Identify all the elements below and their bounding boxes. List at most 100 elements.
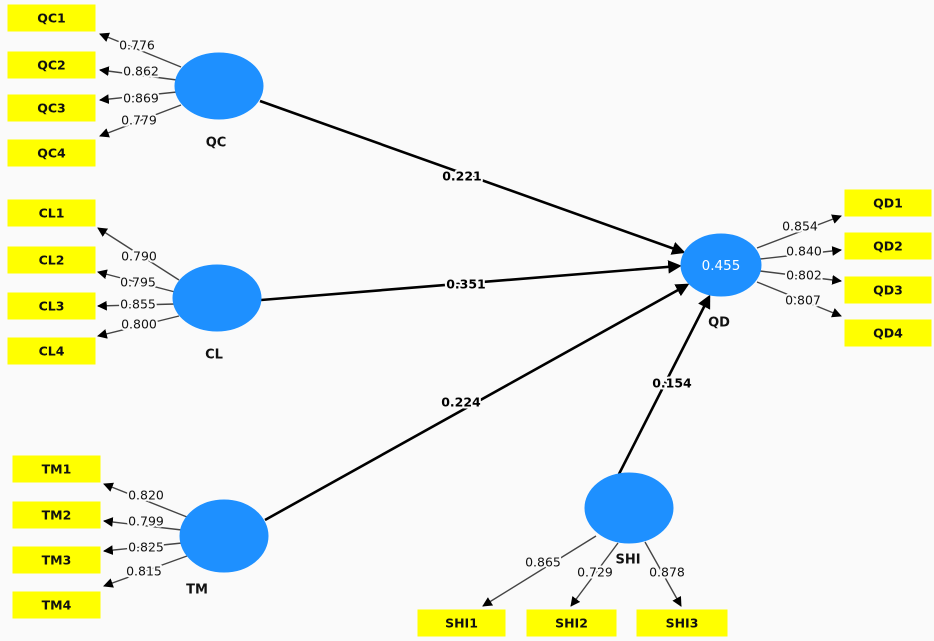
indicator-qd2[interactable]: QD2 [844, 232, 932, 260]
indicator-cl4[interactable]: CL4 [7, 337, 96, 365]
indicator-box[interactable] [7, 51, 96, 79]
indicator-box[interactable] [7, 199, 96, 227]
indicator-qd4[interactable]: QD4 [844, 319, 932, 347]
indicator-box[interactable] [7, 139, 96, 167]
construct-label: SHI [615, 553, 640, 568]
indicator-label: SHI3 [666, 616, 699, 631]
construct-cl[interactable]: CL [172, 264, 262, 363]
loading-arrow-qc-to-qc4 [99, 104, 182, 138]
indicator-qc1[interactable]: QC1 [7, 4, 96, 32]
loading-arrow-tm-to-tm4 [103, 555, 188, 588]
construct-ellipse[interactable] [680, 233, 762, 297]
indicator-shi2[interactable]: SHI2 [526, 609, 617, 637]
indicator-qc2[interactable]: QC2 [7, 51, 96, 79]
loading-value-tm4: 0.815 [126, 564, 162, 579]
indicator-label: CL2 [39, 253, 65, 268]
indicator-box[interactable] [526, 609, 617, 637]
indicator-label: TM4 [42, 598, 72, 613]
loading-value-qc2: 0.862 [123, 64, 159, 79]
indicator-tm1[interactable]: TM1 [12, 455, 101, 483]
indicator-box[interactable] [417, 609, 506, 637]
loading-value-qd4: 0.807 [785, 293, 821, 308]
loading-arrow-tm-to-tm1 [103, 482, 188, 518]
path-coefficient-tm-qd: 0.224 [441, 395, 481, 410]
indicator-label: CL1 [39, 206, 65, 221]
loading-arrow-tm-to-tm2 [103, 517, 183, 531]
loading-value-qc1: 0.776 [119, 38, 155, 53]
indicator-box[interactable] [12, 455, 101, 483]
indicator-label: QD4 [873, 326, 903, 341]
indicator-box[interactable] [7, 246, 96, 274]
indicator-label: TM1 [42, 462, 72, 477]
construct-label: QD [708, 316, 730, 331]
path-arrow-shi-to-qd [617, 294, 711, 475]
indicator-cl1[interactable]: CL1 [7, 199, 96, 227]
loading-value-shi1: 0.865 [525, 555, 561, 570]
loading-arrow-cl-to-cl4 [97, 315, 180, 339]
construct-label: CL [205, 348, 223, 363]
indicator-shi3[interactable]: SHI3 [636, 609, 728, 637]
indicator-box[interactable] [844, 276, 932, 304]
indicator-box[interactable] [844, 232, 932, 260]
loading-arrow-qd-to-qd4 [756, 281, 842, 318]
loading-value-qd2: 0.840 [786, 244, 822, 259]
indicator-box[interactable] [12, 546, 101, 574]
loading-arrow-cl-to-cl3 [97, 300, 176, 311]
loading-arrow-cl-to-cl1 [97, 227, 180, 281]
loading-value-qd1: 0.854 [782, 219, 818, 234]
indicator-label: QD3 [873, 283, 903, 298]
path-coefficient-qc-qd: 0.221 [442, 169, 482, 184]
indicator-qc4[interactable]: QC4 [7, 139, 96, 167]
indicator-qd3[interactable]: QD3 [844, 276, 932, 304]
indicator-box[interactable] [7, 94, 96, 122]
indicator-qc3[interactable]: QC3 [7, 94, 96, 122]
indicator-box[interactable] [7, 292, 96, 320]
construct-ellipse[interactable] [179, 499, 269, 573]
indicator-tm3[interactable]: TM3 [12, 546, 101, 574]
indicator-box[interactable] [12, 591, 101, 619]
indicator-tm2[interactable]: TM2 [12, 501, 101, 529]
construct-shi[interactable]: SHI [584, 472, 674, 568]
indicator-label: QC1 [37, 11, 66, 26]
construct-ellipse[interactable] [584, 472, 674, 544]
indicator-box[interactable] [7, 337, 96, 365]
indicator-box[interactable] [844, 319, 932, 347]
indicator-box[interactable] [636, 609, 728, 637]
indicator-label: QC2 [37, 58, 66, 73]
indicator-cl2[interactable]: CL2 [7, 246, 96, 274]
loading-arrow-qd-to-qd3 [759, 270, 842, 285]
indicator-label: QC4 [37, 146, 66, 161]
indicator-label: CL4 [39, 344, 65, 359]
loading-value-shi3: 0.878 [649, 565, 685, 580]
indicator-box[interactable] [844, 189, 932, 217]
indicator-cl3[interactable]: CL3 [7, 292, 96, 320]
construct-ellipse[interactable] [174, 52, 264, 120]
indicator-qd1[interactable]: QD1 [844, 189, 932, 217]
loading-arrow-shi-to-shi2 [570, 542, 619, 607]
loading-value-tm3: 0.825 [128, 540, 164, 555]
construct-tm[interactable]: TM [179, 499, 269, 598]
loading-arrow-qc-to-qc3 [99, 91, 178, 104]
indicator-label: QC3 [37, 101, 66, 116]
loading-value-qd3: 0.802 [786, 268, 822, 283]
construct-ellipse[interactable] [172, 264, 262, 332]
indicator-label: CL3 [39, 299, 65, 314]
indicator-label: SHI2 [555, 616, 588, 631]
loading-arrows-group [97, 32, 842, 607]
indicator-box[interactable] [7, 4, 96, 32]
loading-value-tm1: 0.820 [128, 488, 164, 503]
indicator-shi1[interactable]: SHI1 [417, 609, 506, 637]
indicator-tm4[interactable]: TM4 [12, 591, 101, 619]
path-arrow-qc-to-qd [259, 99, 686, 255]
loading-value-cl2: 0.795 [120, 275, 156, 290]
construct-qc[interactable]: QC [174, 52, 264, 151]
path-coefficient-cl-qd: 0.351 [446, 277, 486, 292]
indicator-label: TM3 [42, 553, 72, 568]
indicator-box[interactable] [12, 501, 101, 529]
